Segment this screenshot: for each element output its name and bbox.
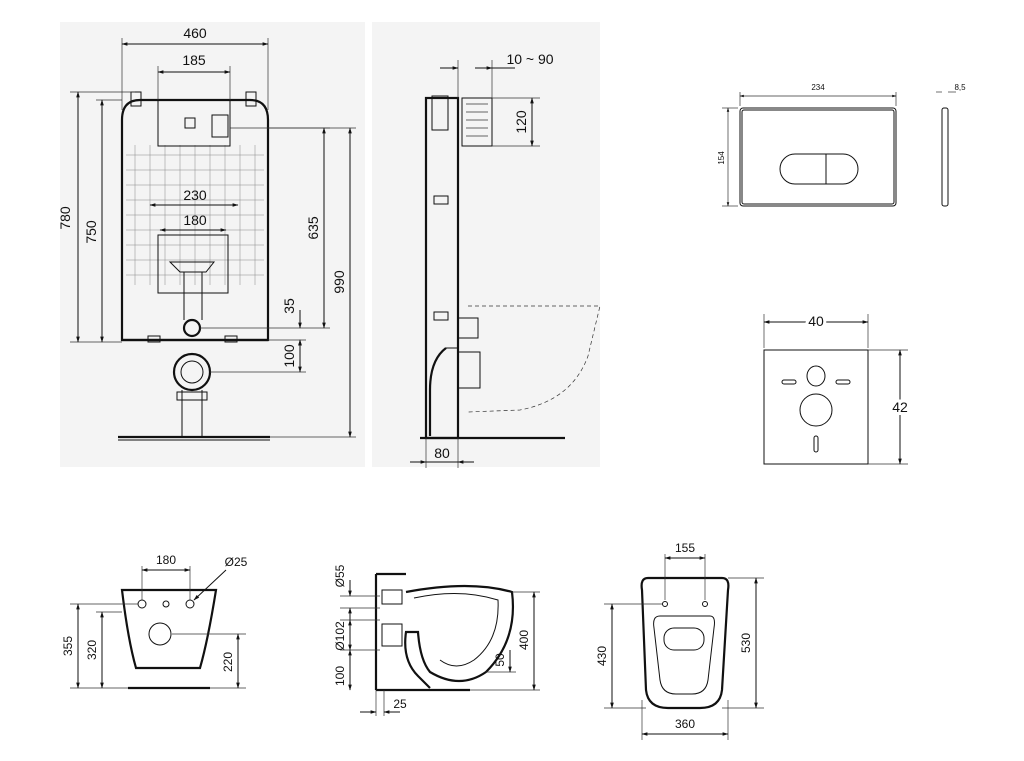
dim-155: 155: [675, 541, 695, 555]
dim-430: 430: [595, 646, 609, 666]
dim-750: 750: [83, 220, 99, 244]
dim-35: 35: [281, 298, 297, 314]
front-view-panel: [60, 22, 365, 467]
dim-120: 120: [513, 110, 529, 134]
frame-side-view: 10 ~ 90 120 80: [410, 51, 601, 468]
dim-80: 80: [434, 445, 450, 461]
dim-154: 154: [717, 151, 726, 165]
dim-185: 185: [182, 52, 206, 68]
dim-50: 50: [493, 653, 507, 667]
dim-990: 990: [331, 270, 347, 294]
dim-42: 42: [892, 399, 908, 415]
dim-40: 40: [808, 313, 824, 329]
dim-220: 220: [221, 652, 235, 672]
dim-460: 460: [183, 25, 207, 41]
wc-top-view: 155 430 530 360: [595, 541, 764, 740]
dim-10-90: 10 ~ 90: [506, 51, 553, 67]
dim-100-front: 100: [281, 344, 297, 368]
dim-400: 400: [517, 630, 531, 650]
dim-234: 234: [811, 83, 825, 92]
frame-front-view: 460 185 230 180 780 750 635 990: [57, 25, 356, 441]
sound-pad-view: 40 42: [763, 310, 911, 465]
dim-d102: Ø102: [333, 621, 347, 651]
dim-d55: Ø55: [333, 564, 347, 587]
dim-320: 320: [85, 640, 99, 660]
wc-back-view: 180 Ø25 355 320 220: [61, 553, 248, 690]
dim-8-5: 8,5: [954, 83, 966, 92]
dim-360: 360: [675, 717, 695, 731]
dim-d25: Ø25: [225, 555, 248, 569]
dim-355: 355: [61, 636, 75, 656]
dim-530: 530: [739, 633, 753, 653]
dim-180-wc: 180: [156, 553, 176, 567]
dim-180: 180: [183, 212, 207, 228]
side-view-panel: [372, 22, 600, 467]
flush-plate-view: 234 154 8,5: [717, 83, 966, 207]
dim-635: 635: [305, 216, 321, 240]
wc-side-view: Ø55 Ø102 100 400 50 25: [333, 564, 540, 716]
dim-25-wc: 25: [393, 697, 407, 711]
dim-780: 780: [57, 206, 73, 230]
dim-230: 230: [183, 187, 207, 203]
dim-100-wc: 100: [333, 666, 347, 686]
